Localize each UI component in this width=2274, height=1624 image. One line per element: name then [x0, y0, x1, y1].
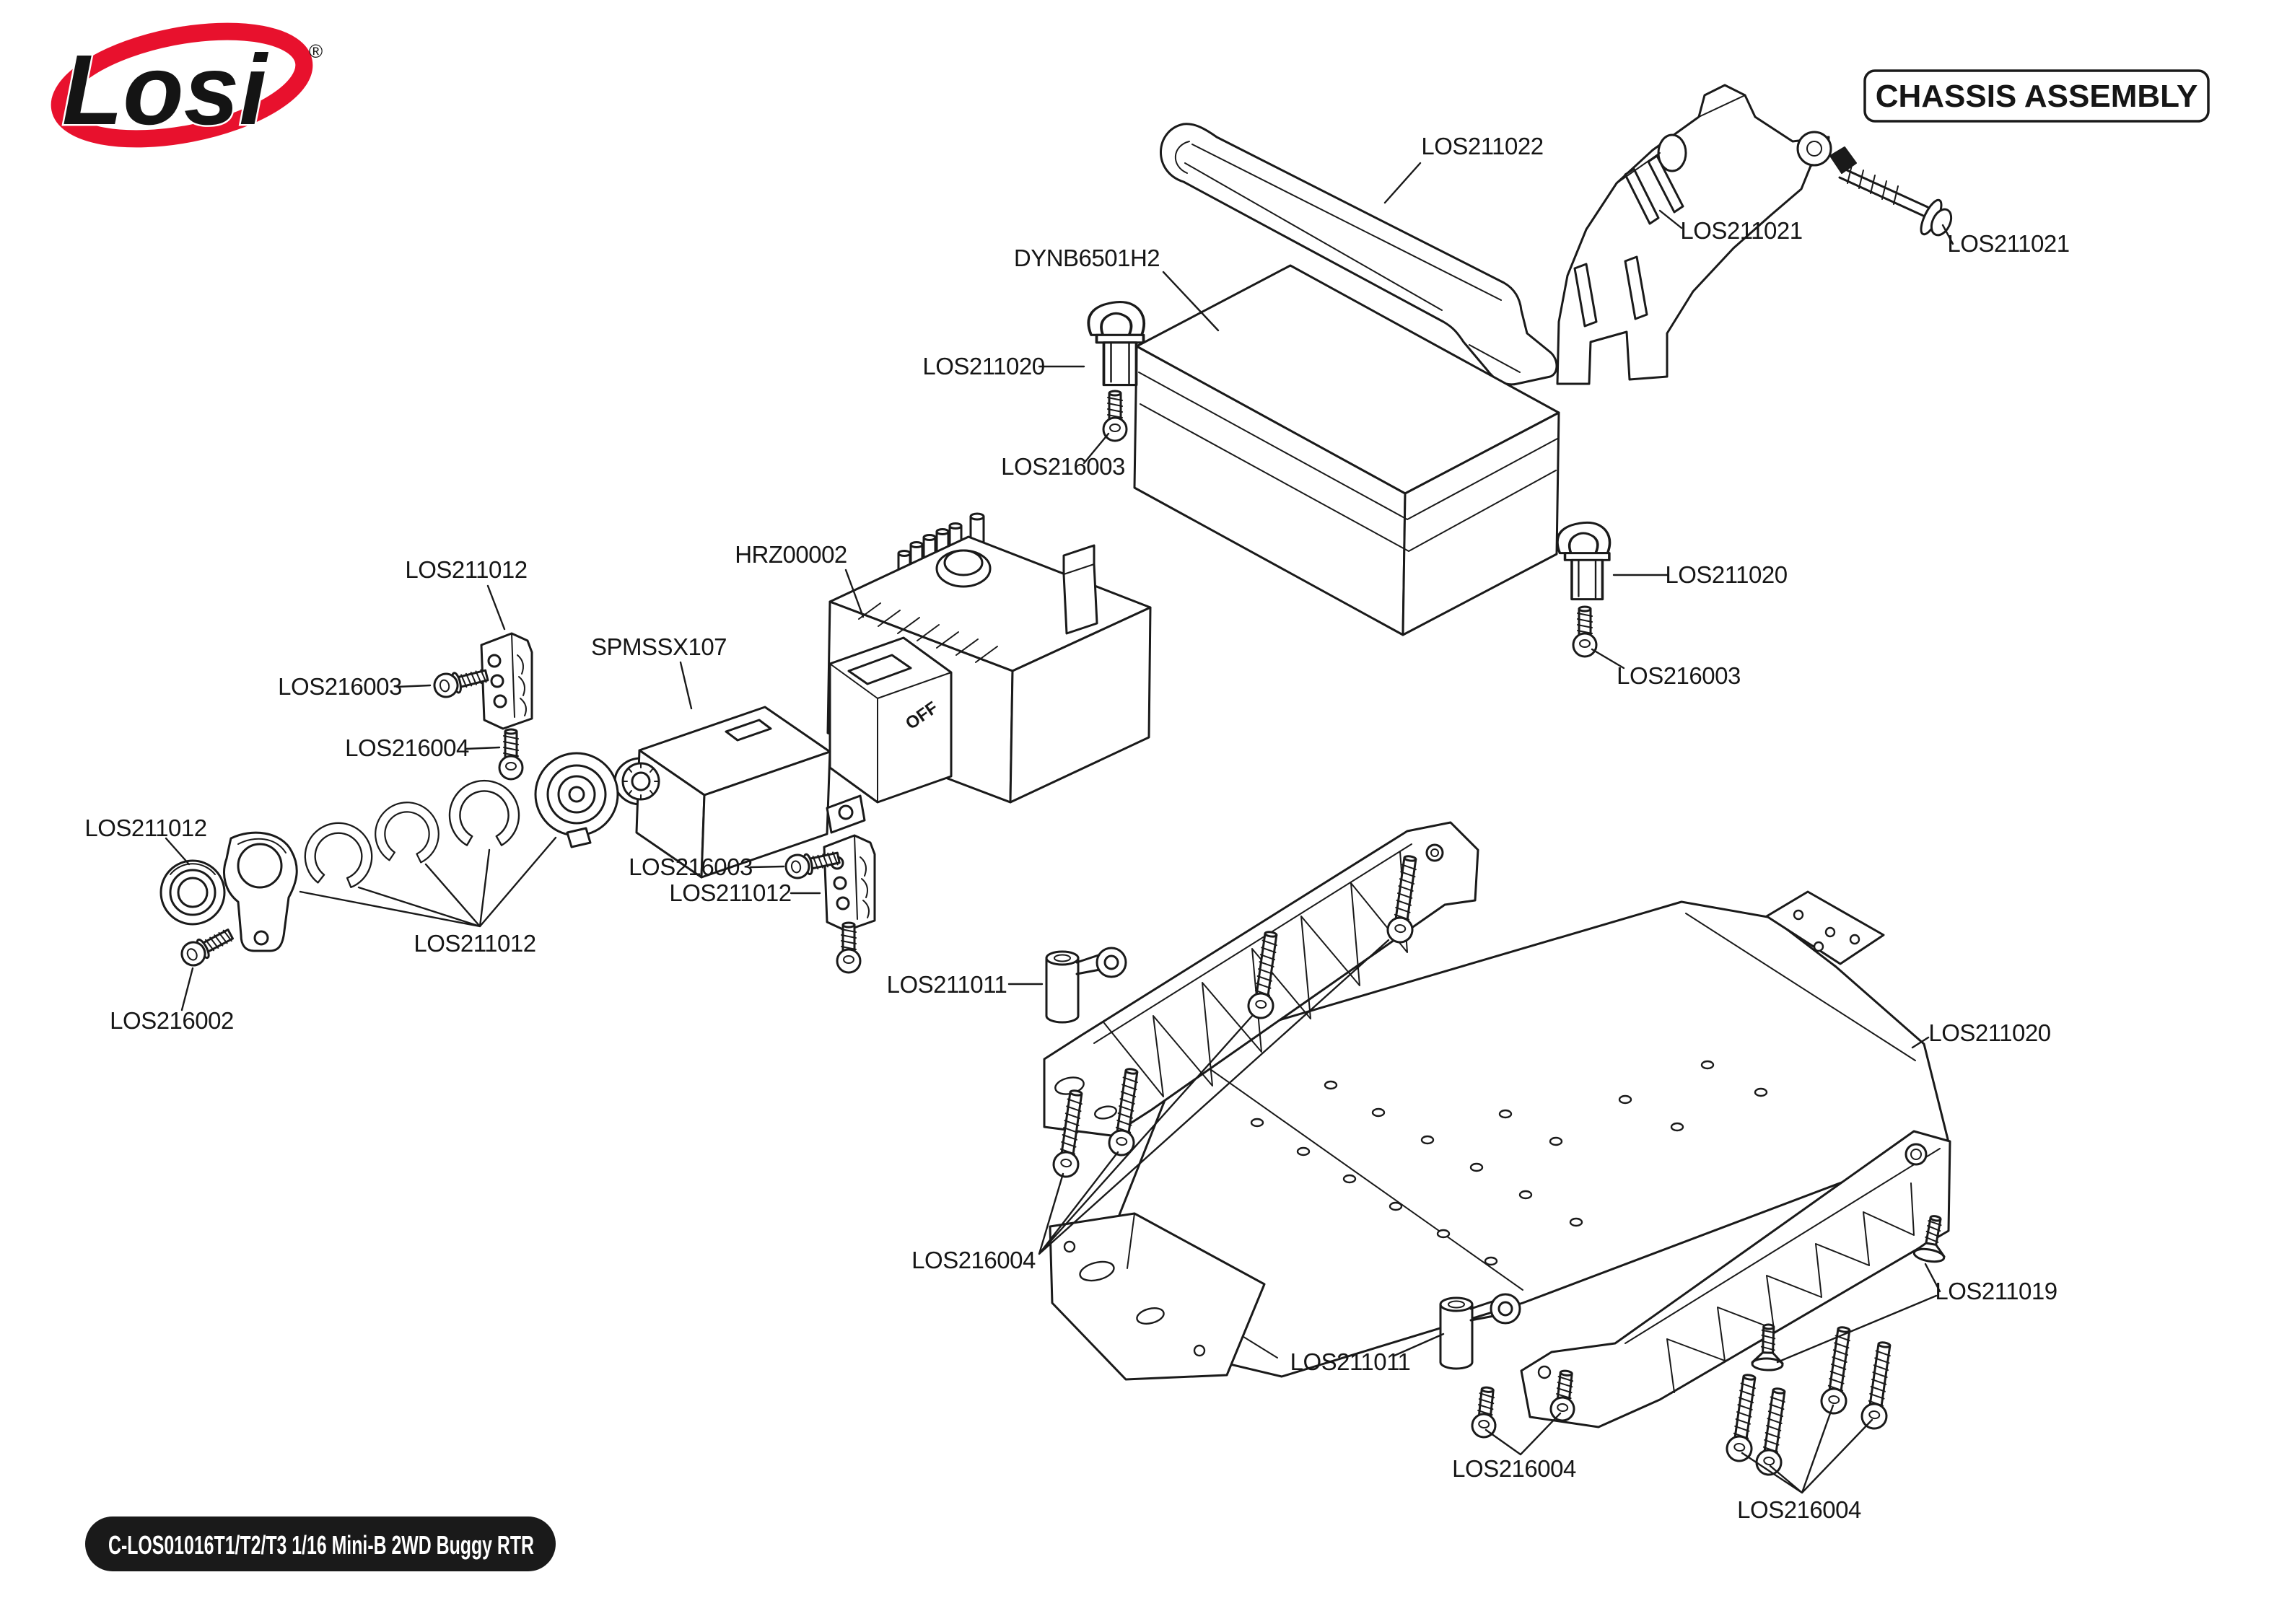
part-label-LOS211012-right-bracket: LOS211012	[669, 879, 791, 906]
part-label-LOS211011-front: LOS211011	[887, 971, 1007, 998]
bracket-screw-lower	[836, 921, 862, 974]
servo-saver-plate	[223, 831, 298, 952]
leader-lines	[165, 162, 1954, 1494]
servo-saver-clip-2	[372, 799, 442, 865]
servo-saver-screw	[176, 923, 237, 971]
registered-mark: ®	[309, 40, 323, 62]
part-label-LOS211012-grommet: LOS211012	[84, 815, 206, 841]
part-label-LOS211019: LOS211019	[1935, 1278, 2057, 1304]
rail-screw-a	[1469, 1385, 1500, 1440]
wing-mount-screw-drawing	[1829, 146, 1953, 237]
part-label-LOS211021-screw: LOS211021	[1947, 230, 2069, 257]
part-label-LOS216002: LOS216002	[110, 1007, 234, 1034]
esc-receiver-drawing: OFF	[826, 512, 1152, 804]
battery-box-drawing	[1133, 264, 1560, 636]
servo-mount-screw-left	[431, 662, 491, 701]
part-label-LOS216004-servo-screw: LOS216004	[345, 734, 469, 761]
esc-antenna-slab	[1062, 544, 1098, 635]
part-label-LOS211021-mount: LOS211021	[1680, 217, 1802, 244]
losi-brand-text: Losi	[62, 35, 268, 146]
servo-drawing	[613, 706, 866, 879]
clamp-screw-left	[1102, 390, 1128, 442]
part-label-LOS216003-right-clamp-screw: LOS216003	[1617, 662, 1741, 689]
servo-saver-clip-1	[300, 817, 377, 891]
part-label-LOS211022: LOS211022	[1421, 133, 1543, 159]
part-label-LOS211020-right-clamp: LOS211020	[1665, 561, 1787, 588]
part-label-LOS211012-top-bracket: LOS211012	[405, 556, 527, 583]
servo-saver-hub	[534, 752, 619, 848]
battery-clamp-left	[1087, 300, 1146, 387]
part-label-LOS216004-pair: LOS216004	[1452, 1455, 1576, 1482]
part-label-LOS211020-chassis: LOS211020	[1928, 1019, 2050, 1046]
servo-mount-bracket-right	[823, 834, 876, 932]
wing-mount-drawing	[1556, 84, 1832, 385]
part-labels: LOS211022 LOS211021 LOS211021 DYNB6501H2…	[84, 133, 2070, 1523]
rail-screw-c	[1724, 1372, 1763, 1464]
servo-mount-bracket-top	[480, 632, 533, 730]
part-label-DYNB6501H2: DYNB6501H2	[1014, 245, 1160, 271]
front-body-post	[1045, 947, 1127, 1024]
losi-swoosh	[51, 22, 313, 148]
chassis-front-bracket	[1049, 1212, 1266, 1381]
esc-switch-toggle	[847, 654, 912, 685]
part-label-LOS216003-left-clamp-screw: LOS216003	[1001, 453, 1125, 480]
footer-badge: C-LOS01016T1/T2/T3 1/16 Mini-B 2WD Buggy…	[85, 1517, 556, 1571]
footer-model-code: C-LOS01016T1/T2/T3 1/16 Mini-B 2WD Buggy…	[108, 1530, 534, 1560]
rail-screw-d	[1754, 1386, 1793, 1478]
servo-screw	[498, 728, 524, 781]
part-label-LOS216004-left-group: LOS216004	[911, 1247, 1036, 1273]
part-label-LOS216004-quad: LOS216004	[1737, 1496, 1861, 1523]
part-label-LOS216003-left-screw: LOS216003	[278, 673, 402, 700]
part-label-LOS211020-left-clamp: LOS211020	[922, 353, 1044, 379]
right-side-rail-drawing	[1520, 1130, 1951, 1428]
rail-screw-e	[1819, 1325, 1858, 1416]
battery-strap-drawing	[1160, 123, 1558, 386]
servo-saver-clip-3	[448, 779, 520, 846]
chassis-plate-drawing	[1049, 890, 1950, 1381]
part-label-LOS211011-rear: LOS211011	[1290, 1348, 1411, 1375]
title-box: CHASSIS ASSEMBLY	[1863, 69, 2210, 123]
footer-badge-frame	[85, 1517, 556, 1571]
rear-body-post	[1439, 1293, 1521, 1370]
battery-clamp-right	[1556, 521, 1612, 601]
part-label-LOS211012-clips: LOS211012	[414, 930, 535, 957]
part-label-SPMSSX107: SPMSSX107	[591, 633, 727, 660]
chassis-holes	[1250, 1060, 1768, 1266]
servo-saver-grommet	[159, 859, 226, 926]
esc-switch-box: OFF	[828, 636, 953, 804]
part-label-HRZ00002: HRZ00002	[735, 541, 847, 568]
rail-screw-f	[1859, 1340, 1898, 1431]
page-title: CHASSIS ASSEMBLY	[1876, 79, 2198, 114]
part-label-LOS216003-right-screw: LOS216003	[629, 853, 753, 880]
losi-logo: Losi ®	[51, 22, 323, 148]
title-box-frame	[1863, 69, 2210, 123]
